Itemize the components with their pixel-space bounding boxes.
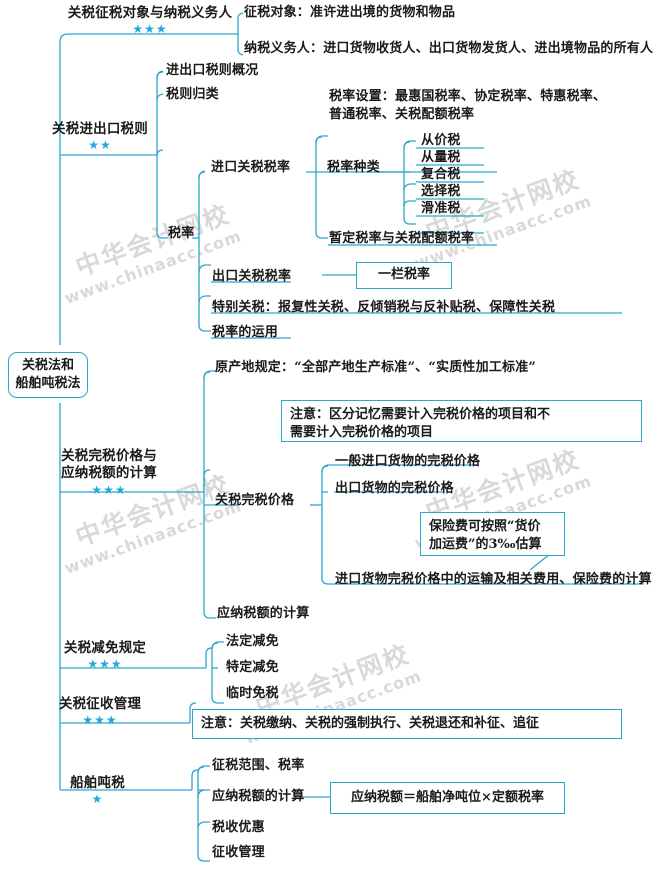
root-label-line2: 船舶吨税法 (15, 376, 81, 391)
leaf-tonnage-preference: 税收优惠 (212, 820, 265, 835)
leaf-b1-child-1: 纳税义务人：进口货物收货人、出口货物发货人、进出境物品的所有人 (244, 41, 654, 56)
rate-setting-line2: 普通税率、关税配额税率 (329, 107, 475, 123)
node-customs-value[interactable]: 关税完税价格 (215, 493, 295, 508)
branch-label: 船舶吨税 (70, 775, 125, 791)
callout-line1: 应纳税额＝船舶净吨位×定额税率 (351, 789, 544, 805)
leaf-origin-rules: 原产地规定：“全部产地生产标准”、“实质性加工标准” (215, 360, 537, 375)
branch-label-line1: 关税完税价格与 (61, 448, 157, 464)
leaf-rate-kind-2: 复合税 (421, 167, 461, 182)
node-rate-kinds[interactable]: 税率种类 (327, 160, 380, 175)
leaf-export-goods-value: 出口货物的完税价格 (335, 481, 454, 496)
leaf-specific-reduction: 特定减免 (226, 660, 279, 675)
leaf-provisional-quota-rate: 暂定税率与关税配额税率 (329, 231, 475, 246)
callout-tonnage-formula: 应纳税额＝船舶净吨位×定额税率 (330, 782, 565, 814)
rate-setting-line1: 税率设置：最惠国税率、协定税率、特惠税率、 (329, 89, 607, 104)
callout-text: 一栏税率 (377, 267, 430, 283)
branch-label: 关税进出口税则 (52, 121, 148, 137)
branch-stars: ★★★ (132, 22, 168, 37)
branch-node-b6[interactable]: 船舶吨税 ★ (55, 775, 140, 805)
branch-node-b3[interactable]: 关税完税价格与 应纳税额的计算 ★★★ (50, 448, 168, 496)
branch-stars: ★★★ (91, 482, 127, 497)
leaf-rate-kind-4: 滑准税 (421, 201, 461, 216)
node-tax-rate[interactable]: 税率 (168, 226, 195, 241)
leaf-rate-kind-0: 从价税 (421, 133, 461, 148)
watermark-en: www.chinaacc.com (62, 226, 245, 308)
node-tonnage-tax-calc[interactable]: 应纳税额的计算 (212, 789, 305, 804)
branch-stars: ★★ (88, 138, 112, 153)
branch-label-line2: 应纳税额的计算 (61, 465, 157, 482)
callout-line1: 注意：关税缴纳、关税的强制执行、关税退还和补征、追征 (201, 715, 540, 731)
branch-stars: ★ (91, 792, 104, 807)
callout-single-column-rate: 一栏税率 (356, 262, 452, 289)
leaf-tonnage-administration: 征收管理 (212, 845, 265, 860)
leaf-rate-kind-1: 从量税 (421, 150, 461, 165)
branch-label: 关税征收管理 (58, 696, 142, 712)
watermark-cn: 中华会计网校 (71, 199, 234, 282)
leaf-rate-kind-3: 选择税 (421, 184, 461, 199)
leaf-tax-payable-calc: 应纳税额的计算 (217, 606, 310, 621)
leaf-b2-child-1: 税则归类 (166, 87, 219, 102)
callout-collection-note: 注意：关税缴纳、关税的强制执行、关税退还和补征、追征 (192, 709, 622, 739)
leaf-b2-child-0: 进出口税则概况 (166, 63, 259, 78)
branch-label: 关税征税对象与纳税义务人 (67, 5, 233, 21)
callout-line2: 加运费”的3‰估算 (429, 537, 542, 553)
root-node[interactable]: 关税法和 船舶吨税法 (8, 352, 88, 398)
branch-node-b4[interactable]: 关税减免规定 ★★★ (55, 640, 155, 670)
branch-stars: ★★★ (87, 657, 123, 672)
callout-line1: 保险费可按照“货价 (429, 519, 541, 534)
node-export-tariff-rate[interactable]: 出口关税税率 (212, 269, 292, 284)
callout-insurance-note: 保险费可按照“货价 加运费”的3‰估算 (420, 512, 565, 556)
node-import-tariff-rate[interactable]: 进口关税税率 (211, 160, 291, 175)
branch-stars: ★★★ (82, 713, 118, 728)
leaf-tonnage-scope-rate: 征税范围、税率 (212, 758, 305, 773)
leaf-rate-application: 税率的运用 (212, 325, 279, 340)
leaf-rate-setting: 税率设置：最惠国税率、协定税率、特惠税率、 普通税率、关税配额税率 (329, 88, 606, 124)
leaf-general-import-value: 一般进口货物的完税价格 (335, 454, 481, 469)
root-label-line1: 关税法和 (21, 358, 74, 374)
leaf-special-tariff: 特别关税：报复性关税、反倾销税与反补贴税、保障性关税 (212, 300, 556, 315)
leaf-temporary-exemption: 临时免税 (226, 686, 279, 701)
callout-dutiable-value-note: 注意：区分记忆需要计入完税价格的项目和不 需要计入完税价格的项目 (281, 400, 642, 442)
branch-node-b1[interactable]: 关税征税对象与纳税义务人 ★★★ (60, 5, 240, 35)
branch-node-b5[interactable]: 关税征收管理 ★★★ (50, 696, 150, 726)
branch-node-b2[interactable]: 关税进出口税则 ★★ (50, 121, 150, 151)
callout-line2: 需要计入完税价格的项目 (290, 425, 434, 441)
leaf-statutory-reduction: 法定减免 (226, 634, 279, 649)
leaf-freight-insurance-calc: 进口货物完税价格中的运输及相关费用、保险费的计算 (335, 572, 652, 587)
branch-label: 关税减免规定 (63, 640, 147, 656)
callout-line1: 注意：区分记忆需要计入完税价格的项目和不 (290, 407, 551, 422)
leaf-b1-child-0: 征税对象：准许进出境的货物和物品 (244, 5, 456, 20)
